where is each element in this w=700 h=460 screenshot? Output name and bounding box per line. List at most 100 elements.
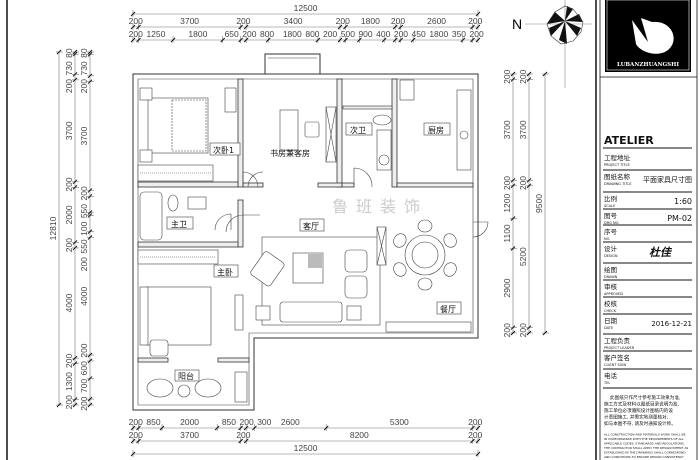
dimension-label: 200 — [518, 176, 528, 190]
dimension-label: 4000 — [79, 287, 89, 306]
dimension-tick — [72, 245, 78, 251]
dimension-label: 550 — [79, 204, 89, 218]
dimension-tick — [315, 37, 321, 43]
basin-bath2 — [378, 154, 390, 166]
dimension-tick — [243, 438, 249, 444]
title-field-label-en: PROJECT TITLE — [604, 163, 630, 167]
dimension-label: 730 — [64, 61, 74, 75]
logo-text: LUBANZHUANGSHI — [617, 62, 679, 68]
nightstand — [139, 87, 153, 101]
room-label-bedroom2: 次卧1 — [209, 142, 241, 156]
dimension-tick — [526, 177, 532, 183]
title-field-label-en: NO. — [604, 237, 610, 241]
wall-study-bottom — [242, 182, 264, 188]
dimension-tick — [130, 438, 136, 444]
dimension-tick — [470, 438, 475, 444]
side-table — [255, 305, 271, 321]
balcony-chair — [194, 378, 222, 398]
dimension-label: 200 — [236, 16, 250, 26]
dimension-label: 200 — [242, 29, 256, 39]
dimension-tick — [72, 51, 78, 57]
north-arrow: N — [512, 0, 592, 88]
dimension-tick — [398, 37, 404, 43]
title-field-label: 客户签名 — [604, 353, 630, 362]
wall-study-bath — [336, 78, 343, 188]
dimension-label: 850 — [146, 417, 160, 427]
dimension-label: 3700 — [64, 121, 74, 140]
title-field-label: 图号 — [604, 212, 618, 220]
study-desk — [279, 109, 299, 151]
dimension-label: 800 — [305, 29, 319, 39]
note-cn-line: 施工方式及材料以图纸目录说明为准, — [604, 401, 680, 408]
dimension-tick — [87, 51, 93, 57]
dining-chair — [417, 277, 433, 291]
door-study — [247, 171, 264, 188]
note-en-line: APPLICABLE CODES, STANDARDS AND REGULATI… — [604, 442, 685, 446]
dimension-tick — [136, 24, 141, 30]
dimension-tick — [475, 24, 481, 30]
dimension-label: 1250 — [146, 29, 165, 39]
dimension-label: 200 — [129, 29, 143, 39]
balcony-table — [177, 384, 191, 398]
door-master-bedroom — [225, 214, 260, 233]
dimension-tick — [475, 438, 481, 444]
dimension-tick — [238, 37, 243, 43]
company-logo: LUBANZHUANGSHI — [605, 0, 691, 72]
dimension-label: 730 — [79, 61, 89, 75]
dimension-tick — [398, 24, 404, 30]
dimension-label: 200 — [129, 16, 143, 26]
dimension-label: 200 — [64, 177, 74, 191]
floor-plan: 次卧1 书房兼客房 次卫 厨房 主卫 客厅 主卧 餐厅 阳台 鲁班装饰 — [132, 53, 489, 411]
partition-bath-kitchen — [342, 105, 393, 110]
dimension-label: 12810 — [48, 216, 58, 240]
dimension-label: 800 — [260, 29, 274, 39]
bay-window — [264, 53, 321, 75]
title-field-label: 序号 — [604, 227, 618, 236]
dimension-label: 200 — [518, 323, 528, 337]
dimension-tick — [87, 213, 93, 218]
room-label-bath2: 次卫 — [345, 122, 373, 136]
north-label: N — [512, 16, 522, 32]
dimension-tick — [470, 24, 475, 30]
dimension-label: 200 — [64, 395, 74, 409]
title-field-label: 电话 — [604, 371, 618, 380]
wardrobe-bedroom2 — [137, 164, 214, 182]
dimension-label: 1200 — [502, 193, 512, 212]
dimension-label: 200 — [236, 430, 250, 440]
bedspread — [171, 99, 207, 152]
dimension-label: 200 — [336, 16, 350, 26]
basin-master — [187, 196, 207, 210]
note-en-line: IN CONFORMANCE WITH THE REQUIREMENTS OF … — [604, 437, 684, 441]
dimension-tick — [238, 24, 243, 30]
door-bath2 — [353, 167, 373, 188]
room-label-kitchen: 厨房 — [423, 122, 451, 136]
compass-icon — [546, 5, 584, 45]
room-label-balcony: 阳台 — [174, 369, 200, 382]
title-field-label-en: TEL — [603, 381, 610, 385]
note-en-line: ESTABLISHED IN THE DRAWINGS SHALL CORRES… — [604, 451, 686, 455]
dimension-tick — [392, 37, 398, 43]
dimension-label: 80 — [64, 48, 74, 58]
dimension-tick — [510, 77, 516, 82]
room-labels: 次卧1 书房兼客房 次卫 厨房 主卫 客厅 主卧 餐厅 阳台 — [166, 122, 462, 382]
dimension-tick — [87, 402, 93, 408]
dimension-tick — [526, 77, 532, 82]
bed-master — [145, 286, 212, 346]
title-field-label-en: DRAWN — [604, 275, 618, 279]
chair-master — [149, 339, 169, 357]
title-field-label-en: DRAWING TITLE — [604, 182, 632, 186]
dimension-tick — [87, 229, 93, 234]
dimension-tick — [130, 37, 136, 43]
room-name: 书房兼客房 — [270, 148, 310, 158]
kitchen-counter — [456, 89, 472, 171]
dimension-tick — [72, 71, 78, 77]
dimension-label: 200 — [79, 79, 89, 93]
title-field-label-en: DRG NO. — [604, 221, 619, 225]
dimension-label: 200 — [64, 79, 74, 93]
shelf-cross — [325, 106, 337, 163]
dining-chair — [417, 219, 433, 233]
note-cn-line: 施工单位必须遵照设计图纸内的设 — [604, 407, 673, 414]
dimension-tick — [238, 438, 243, 444]
room-name: 餐厅 — [440, 305, 456, 314]
dimension-label: 1800 — [361, 16, 380, 26]
